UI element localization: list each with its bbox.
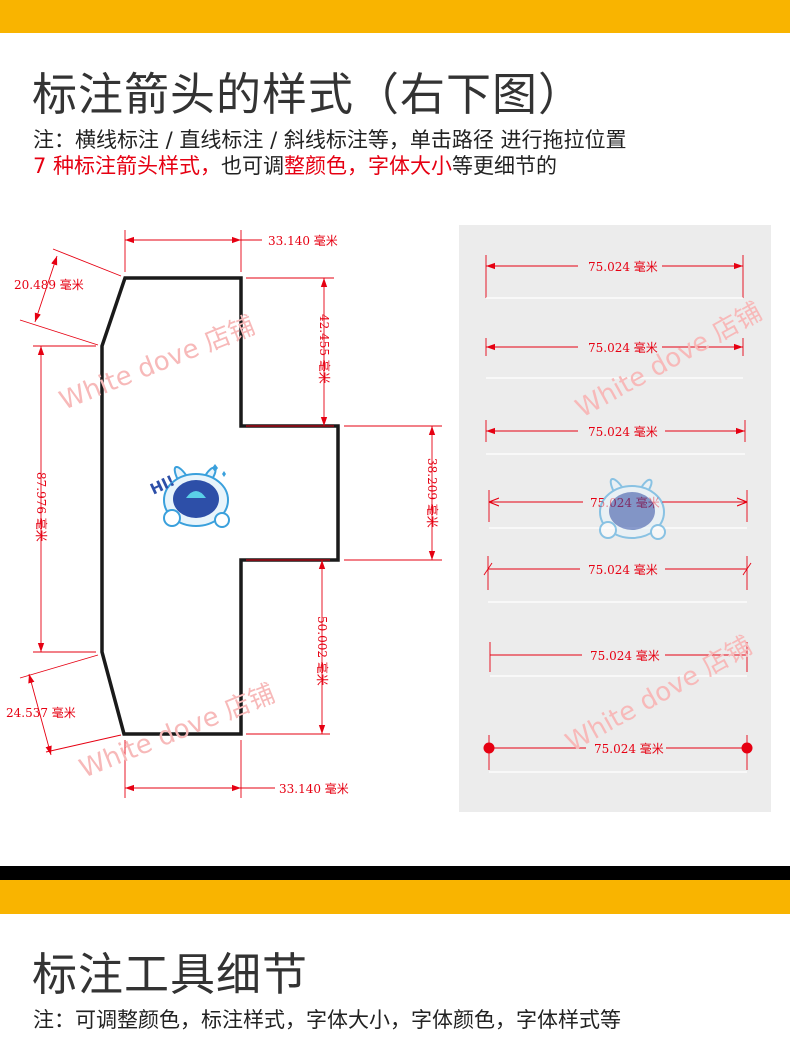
- style-label-2: 75.024 毫米: [588, 340, 658, 355]
- rabbit-mascot-icon: HI!: [147, 464, 230, 528]
- style-label-1: 75.024 毫米: [588, 259, 658, 274]
- section-title-tool-details: 标注工具细节: [32, 948, 309, 1001]
- dim-label-slant-top: 20.489 毫米: [14, 277, 84, 292]
- rabbit-mascot-faded-icon: [599, 478, 666, 540]
- dim-label-top: 33.140 毫米: [268, 233, 338, 248]
- dim-label-lower-step: 50.002 毫米: [315, 616, 330, 686]
- part-outline: [100, 276, 340, 736]
- dot-end-right: [741, 742, 753, 754]
- section-note-line2: 7 种标注箭头样式，也可调整颜色，字体大小等更细节的: [33, 156, 557, 177]
- style-label-3: 75.024 毫米: [588, 424, 658, 439]
- dim-label-left: 87.976 毫米: [34, 472, 49, 542]
- section-title-arrow-styles: 标注箭头的样式（右下图）: [32, 68, 585, 121]
- note-highlight-styles: 7 种标注箭头样式，: [33, 154, 222, 178]
- watermark-1: White dove 店铺: [55, 311, 259, 417]
- dot-end-left: [483, 742, 495, 754]
- dim-label-upper-step: 42.455 毫米: [317, 314, 332, 384]
- watermark-3: White dove 店铺: [75, 679, 279, 785]
- dim-line-slant-top: [34, 255, 58, 323]
- section-note-line1: 注：横线标注 / 直线标注 / 斜线标注等，单击路径 进行拖拉位置: [33, 128, 627, 152]
- dim-label-bottom: 33.140 毫米: [279, 781, 349, 796]
- section2-note-line1: 注：可调整颜色，标注样式，字体大小，字体颜色，字体样式等: [33, 1008, 621, 1032]
- style-label-5: 75.024 毫米: [588, 562, 658, 577]
- note-text: 也可调: [221, 154, 285, 178]
- style-label-7: 75.024 毫米: [594, 741, 664, 756]
- section-accent-bar: [0, 880, 790, 914]
- note-text-end: 等更细节的: [452, 154, 558, 178]
- dim-label-slant-bottom: 24.537 毫米: [6, 705, 76, 720]
- dim-label-tab: 38.209 毫米: [425, 458, 440, 528]
- left-diagram: 33.140 毫米 20.489 毫米 42.455 毫米 87.976 毫米 …: [6, 230, 442, 798]
- style-label-6: 75.024 毫米: [590, 648, 660, 663]
- note-highlight-options: 整颜色，字体大小: [284, 154, 453, 178]
- dim-line-slant-bottom: [28, 673, 52, 756]
- top-accent-bar: [0, 0, 790, 33]
- section-divider-black: [0, 866, 790, 880]
